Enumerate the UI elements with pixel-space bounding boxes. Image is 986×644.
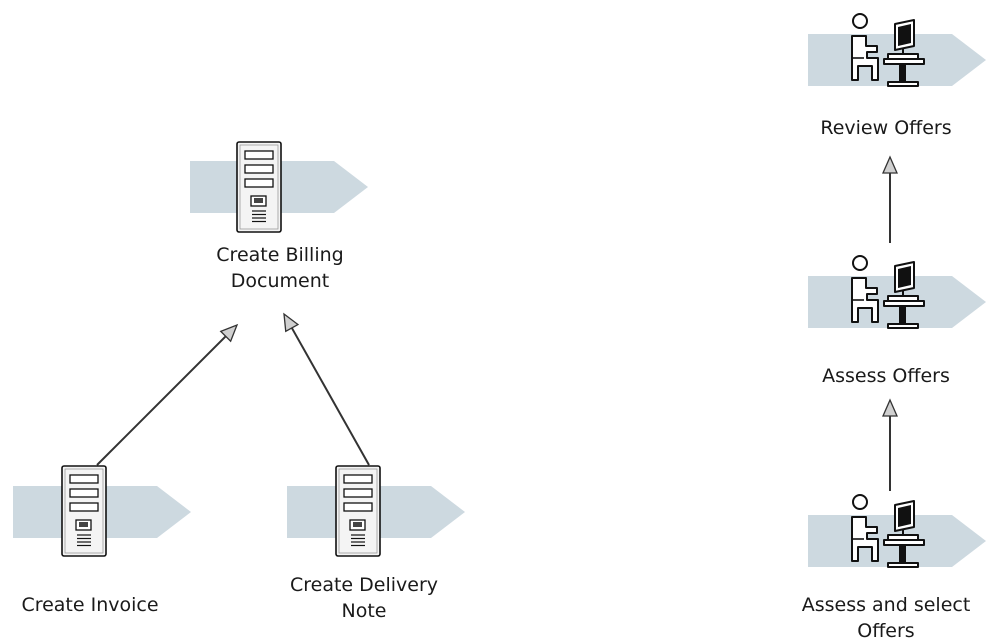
node-create-invoice[interactable] (13, 465, 191, 557)
node-create-delivery-note[interactable] (287, 465, 465, 557)
label-review-offers: Review Offers (820, 117, 952, 139)
server-icon (335, 465, 381, 557)
node-assess-and-select-offers[interactable] (808, 494, 986, 568)
user-at-computer-icon (851, 494, 925, 568)
arrowhead (882, 155, 898, 174)
arrowhead (219, 323, 239, 343)
node-review-offers[interactable] (808, 13, 986, 87)
user-at-computer-icon (851, 255, 925, 329)
user-at-computer-icon (851, 13, 925, 87)
node-assess-offers[interactable] (808, 255, 986, 329)
arrowhead (882, 398, 898, 417)
edge-assess-offers-to-review-offers (882, 155, 898, 243)
label-assess-offers: Assess Offers (822, 365, 950, 387)
server-icon (61, 465, 107, 557)
arrowhead (283, 312, 300, 333)
label-create-invoice: Create Invoice (21, 594, 159, 616)
node-create-billing-document[interactable] (190, 141, 368, 233)
server-icon (236, 141, 282, 233)
edge-create-delivery-note-to-create-billing-document (283, 312, 370, 466)
edge-assess-and-select-offers-to-assess-offers (882, 398, 898, 491)
edge-create-invoice-to-create-billing-document (96, 323, 239, 466)
